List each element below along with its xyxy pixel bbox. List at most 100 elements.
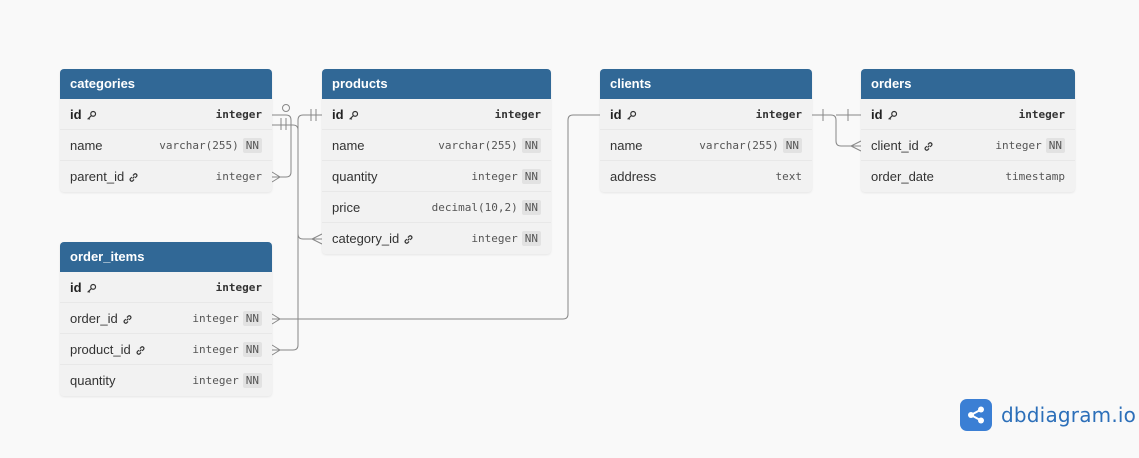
field-row[interactable]: id integer — [60, 99, 272, 130]
table-categories[interactable]: categories id integer name varchar(255)NN par… — [60, 69, 272, 192]
not-null-badge: NN — [242, 137, 262, 153]
link-icon — [135, 344, 146, 355]
field-name: id — [871, 106, 883, 122]
field-name: id — [70, 106, 82, 122]
field-type: varchar(255) — [438, 138, 518, 152]
field-name-wrap: order_id — [70, 311, 192, 326]
field-type: varchar(255) — [159, 138, 239, 152]
field-name: client_id — [871, 137, 919, 153]
one-marker — [310, 109, 317, 121]
one-marker — [836, 109, 861, 121]
field-name: quantity — [332, 168, 378, 184]
field-name-wrap: price — [332, 200, 432, 215]
field-row[interactable]: name varchar(255)NN — [60, 130, 272, 161]
field-name-wrap: id — [70, 107, 216, 122]
crow-foot-marker — [271, 313, 281, 325]
table-header[interactable]: products — [322, 69, 551, 99]
field-name-wrap: id — [610, 107, 756, 122]
field-name-wrap: parent_id — [70, 169, 216, 184]
field-name-wrap: name — [70, 138, 159, 153]
not-null-badge: NN — [242, 310, 262, 326]
key-icon — [86, 282, 97, 293]
key-icon — [626, 109, 637, 120]
field-type: integer — [192, 311, 239, 325]
field-name: name — [70, 137, 103, 153]
field-name-wrap: product_id — [70, 342, 192, 357]
field-name-wrap: id — [70, 280, 216, 295]
field-type: integer — [215, 280, 262, 294]
field-name: id — [332, 106, 344, 122]
field-row[interactable]: parent_id integer — [60, 161, 272, 192]
table-header[interactable]: order_items — [60, 242, 272, 272]
field-name: id — [70, 279, 82, 295]
crow-foot-marker — [310, 233, 323, 245]
field-name: order_id — [70, 310, 118, 326]
field-type: integer — [215, 170, 262, 183]
edge-product-category — [272, 124, 322, 240]
crow-foot-marker — [271, 344, 281, 356]
field-row[interactable]: id integer — [322, 99, 551, 130]
field-row[interactable]: id integer — [861, 99, 1075, 130]
not-null-badge: NN — [521, 231, 541, 246]
optional-one-marker — [282, 104, 290, 112]
field-name-wrap: name — [610, 138, 699, 153]
key-icon — [348, 109, 359, 120]
field-name-wrap: client_id — [871, 138, 995, 153]
edge-parent-category — [272, 114, 292, 178]
edge-orderitem-product — [272, 114, 322, 351]
table-header[interactable]: categories — [60, 69, 272, 99]
field-type: integer — [755, 107, 802, 121]
field-row[interactable]: id integer — [60, 272, 272, 303]
field-name: name — [332, 137, 365, 153]
share-nodes-icon — [960, 399, 992, 431]
crow-foot-marker — [271, 171, 281, 183]
field-type: integer — [215, 107, 262, 121]
link-icon — [403, 233, 414, 244]
table-header[interactable]: orders — [861, 69, 1075, 99]
field-name: name — [610, 137, 643, 153]
not-null-badge: NN — [521, 199, 541, 215]
brand-name: dbdiagram.io — [1001, 403, 1137, 427]
field-type: text — [775, 170, 803, 183]
field-name: parent_id — [70, 169, 125, 184]
field-type: integer — [494, 107, 541, 121]
not-null-badge: NN — [782, 137, 802, 153]
field-type: integer — [995, 138, 1042, 152]
field-name-wrap: quantity — [332, 169, 471, 184]
one-marker — [280, 118, 287, 130]
not-null-badge: NN — [521, 168, 541, 184]
key-icon — [887, 109, 898, 120]
link-icon — [923, 140, 934, 151]
field-type: integer — [192, 374, 239, 387]
field-name-wrap: id — [332, 107, 495, 122]
field-name: product_id — [70, 341, 131, 357]
table-header[interactable]: clients — [600, 69, 812, 99]
crow-foot-marker — [849, 140, 862, 152]
field-name-wrap: name — [332, 138, 438, 153]
field-type: integer — [471, 232, 518, 245]
field-row[interactable]: address text — [600, 161, 812, 192]
field-type: integer — [1018, 107, 1065, 121]
field-name: address — [610, 169, 657, 184]
brand-logo[interactable]: dbdiagram.io — [960, 399, 1136, 431]
key-icon — [86, 109, 97, 120]
field-name-wrap: address — [610, 169, 776, 184]
not-null-badge: NN — [242, 341, 262, 357]
